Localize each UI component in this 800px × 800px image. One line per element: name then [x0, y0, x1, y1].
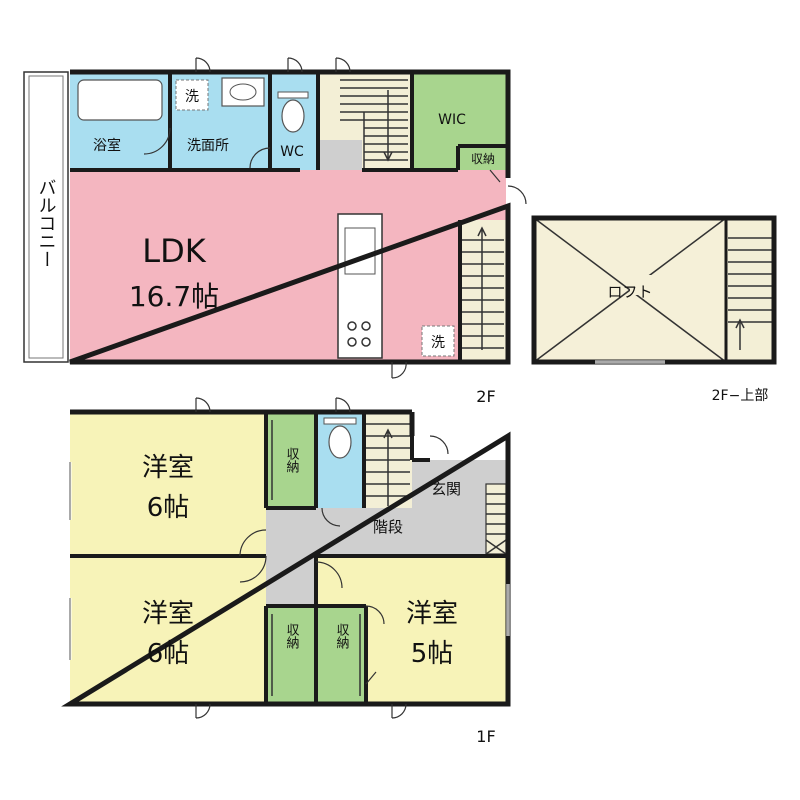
storage-2f-label: 収納	[471, 152, 495, 166]
floor-2f-label: 2F	[476, 387, 495, 406]
bedroom-2-size: 6帖	[147, 639, 190, 669]
washroom-label: 洗面所	[187, 138, 229, 154]
storage-1f-a	[266, 412, 316, 508]
floor-2f-upper-label: 2F−上部	[712, 388, 769, 404]
washbasin	[221, 77, 265, 107]
wc-label: WC	[280, 144, 304, 160]
balcony	[23, 71, 69, 363]
storage-2f	[458, 146, 508, 170]
bedroom-1	[70, 412, 266, 556]
floor-1f: 洋室 6帖 洋室 6帖 洋室 5帖 収納 収納 収納 玄関 階段 1F	[61, 397, 511, 746]
kitchen-sink	[344, 227, 376, 275]
ldk-name: LDK	[142, 232, 206, 270]
washer-spot-ldk	[421, 325, 455, 357]
storage-1f-c-label: 収納	[334, 623, 350, 650]
floor-2f: バルコニー	[23, 57, 527, 406]
storage-1f-c	[316, 606, 366, 704]
ldk-size: 16.7帖	[129, 280, 219, 313]
storage-1f-b-label: 収納	[284, 623, 300, 650]
stove-burner	[361, 337, 371, 347]
loft-label: ロフト	[607, 283, 652, 301]
washer-label-ldk: 洗	[431, 335, 445, 351]
bathroom-label: 浴室	[93, 137, 121, 154]
stairs-2f-right	[460, 220, 506, 362]
storage-1f-b	[266, 606, 316, 704]
bedroom-3-size: 5帖	[411, 639, 454, 669]
stove-burner	[347, 337, 357, 347]
washer-label-top: 洗	[185, 89, 199, 105]
bedroom-2	[70, 556, 266, 704]
toilet-1f	[328, 425, 352, 459]
staircase-label: 階段	[373, 518, 403, 536]
floor-2f-upper: ロフト 2F−上部	[531, 215, 777, 404]
bathtub	[77, 79, 163, 121]
washer-spot-top	[175, 79, 209, 111]
bedroom-3-name: 洋室	[406, 599, 458, 629]
bedroom-2-name: 洋室	[142, 599, 194, 629]
floor-1f-label: 1F	[476, 727, 495, 746]
balcony-label: バルコニー	[36, 178, 57, 268]
toilet-2f	[281, 99, 305, 133]
loft-stairs	[726, 218, 774, 362]
wic-label: WIC	[438, 112, 466, 128]
bedroom-1-name: 洋室	[142, 453, 194, 483]
stove-burner	[361, 321, 371, 331]
entrance-label: 玄関	[431, 480, 461, 498]
stove-burner	[347, 321, 357, 331]
storage-1f-a-label: 収納	[284, 447, 300, 474]
bedroom-1-size: 6帖	[147, 493, 190, 523]
